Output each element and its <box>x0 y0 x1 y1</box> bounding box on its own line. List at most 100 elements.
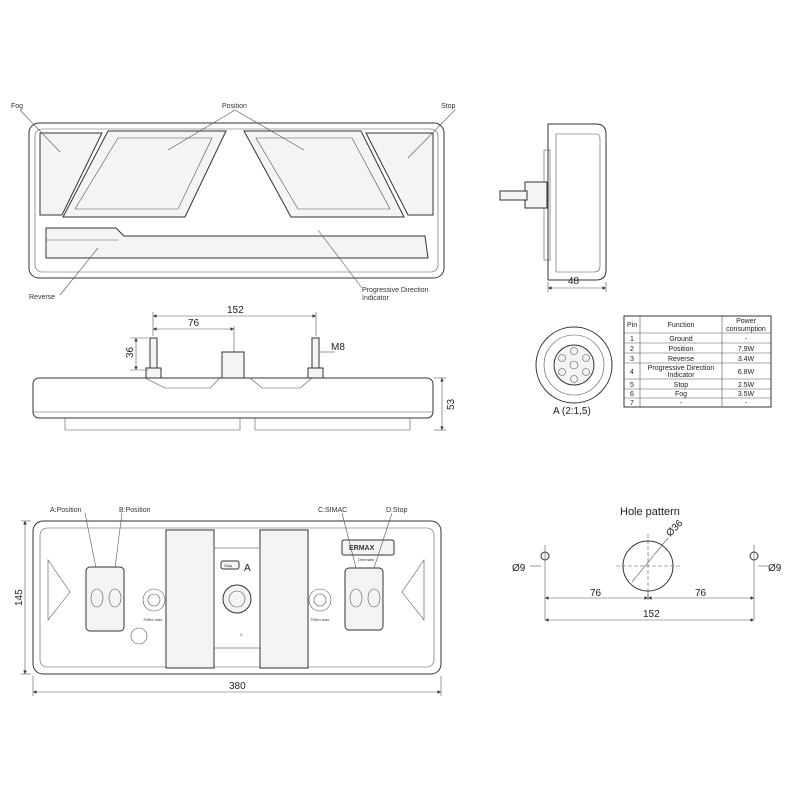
left-bracket <box>47 559 71 621</box>
pin-table-border <box>623 315 772 408</box>
top-lens-left <box>64 418 241 431</box>
dim-380: 380 <box>229 681 246 692</box>
dim-m8: M8 <box>331 342 345 353</box>
brand-sub: Denmark <box>358 557 374 562</box>
center-module-left <box>165 529 215 669</box>
d-stop-leader <box>373 512 393 569</box>
progressive-callout-line2: Indicator <box>362 295 390 302</box>
a-position-callout: A:Position <box>50 507 82 514</box>
c-simac-leader <box>341 512 357 569</box>
row7-function: - <box>680 400 683 407</box>
top-lens-right <box>254 418 411 431</box>
pin-6 <box>558 354 566 362</box>
position-callout: Position <box>222 103 247 110</box>
pin-3 <box>582 368 590 376</box>
progressive-callout-line1: Progressive Direction <box>362 287 429 294</box>
row3-function: Reverse <box>668 356 694 363</box>
dim-76-right: 76 <box>695 588 707 599</box>
connector-outer <box>535 326 613 404</box>
stud-right <box>311 337 320 371</box>
row4-power: 6.8W <box>738 369 755 376</box>
front-housing-inner <box>34 128 439 273</box>
position-a-housing <box>85 566 125 632</box>
stop-tag: Stop <box>224 563 233 568</box>
side-connector-plug <box>499 190 528 201</box>
hole-pattern: Hole pattern Ø36 Ø9 Ø9 76 76 152 <box>512 506 782 622</box>
pin-table: Pin Function Power consumption 1 Ground … <box>623 315 772 408</box>
row1-function: Ground <box>669 336 692 343</box>
row3-power: 3.4W <box>738 356 755 363</box>
fog-leader <box>19 109 61 153</box>
side-housing-inner <box>555 133 601 273</box>
row5-function: Stop <box>674 382 689 389</box>
connector-caption: A (2:1,5) <box>553 406 591 417</box>
simac-socket-left <box>142 588 166 612</box>
row6-power: 3.5W <box>738 391 755 398</box>
c-simac-callout: C:SIMAC <box>318 507 347 514</box>
front-view: Fog Position Stop Reverse Progressive Di… <box>11 103 456 302</box>
row6-pin: 6 <box>630 391 634 398</box>
d36-leader <box>631 537 669 583</box>
stop-leader <box>407 109 456 159</box>
stud-left-nut <box>145 367 162 379</box>
row2-pin: 2 <box>630 346 634 353</box>
pin-2 <box>582 354 590 362</box>
side-housing <box>547 123 607 281</box>
row2-power: 7.9W <box>738 346 755 353</box>
row4-function-line1: Progressive Direction <box>648 365 715 372</box>
row3-pin: 3 <box>630 356 634 363</box>
stop-lens <box>365 132 434 216</box>
back-housing-outer <box>32 520 442 675</box>
reverse-leader <box>59 247 99 296</box>
front-housing-outer <box>28 122 445 279</box>
b-position-leader <box>114 512 123 569</box>
fog-callout: Fog <box>11 103 23 110</box>
center-plate <box>213 547 261 649</box>
side-connector-body <box>524 181 548 209</box>
function-header: Function <box>668 322 695 329</box>
stop-d-housing <box>344 567 384 631</box>
row7-pin: 7 <box>630 400 634 407</box>
position-lens-left <box>62 130 227 218</box>
c-tag: C <box>240 632 243 637</box>
connector-ring <box>543 334 605 396</box>
row4-pin: 4 <box>630 369 634 376</box>
simac-socket-right <box>308 588 332 612</box>
position-lens-right <box>243 130 405 218</box>
stop-callout: Stop <box>441 103 456 110</box>
pin-1 <box>570 347 578 355</box>
position-leader-right <box>234 109 305 151</box>
max-label-right: 70Nm max <box>310 617 329 622</box>
a-tag: A <box>244 563 251 574</box>
connector-detail: A (2:1,5) <box>535 326 613 417</box>
pin-5 <box>558 368 566 376</box>
reverse-callout: Reverse <box>29 294 55 301</box>
center-connector-inner <box>228 590 246 608</box>
indicator-strip <box>45 227 429 259</box>
a-position-leader <box>84 512 97 569</box>
center-module-right <box>259 529 309 669</box>
vent-hole <box>130 627 148 645</box>
row6-function: Fog <box>675 391 687 398</box>
b-position-callout: B:Position <box>119 507 151 514</box>
stop-tag-box <box>220 560 240 570</box>
progressive-leader <box>317 229 363 289</box>
top-recess-left <box>144 377 221 389</box>
dim-d9-right: Ø9 <box>768 563 782 574</box>
connector-face <box>553 344 595 386</box>
position-a-lamp <box>90 588 104 608</box>
side-view: 48 <box>499 123 607 292</box>
position-b-lamp <box>108 588 122 608</box>
dim-76: 76 <box>188 318 200 329</box>
dim-d9-left: Ø9 <box>512 563 526 574</box>
row1-pin: 1 <box>630 336 634 343</box>
simac-c-lamp <box>349 588 363 608</box>
stop-d-lamp <box>367 588 381 608</box>
d-stop-callout: D:Stop <box>386 507 408 514</box>
dim-d36: Ø36 <box>664 518 685 539</box>
center-connector <box>222 584 252 614</box>
right-bracket <box>401 559 425 621</box>
simac-socket-right-inner <box>313 593 327 607</box>
row2-function: Position <box>669 346 694 353</box>
pin-center <box>569 360 579 370</box>
